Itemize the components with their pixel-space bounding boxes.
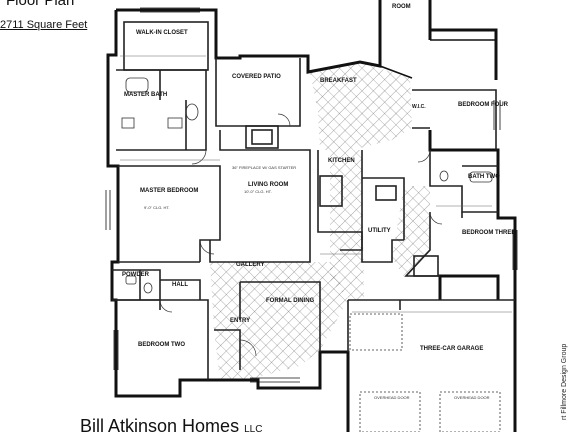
room-label-bedroom-three: BEDROOM THREE [462,230,516,236]
great-room-walls [379,0,497,79]
room-label-bedroom-two: BEDROOM TWO [138,342,185,348]
room-label-walk-in-closet: WALK-IN CLOSET [136,30,188,36]
room-label-master-bedroom: MASTER BEDROOM [140,188,199,194]
exterior-walls [106,0,517,432]
room-label-bedroom-four: BEDROOM FOUR [458,102,508,108]
note-overhead-door-1: OVERHEAD DOOR [374,395,410,400]
room-label-powder: POWDER [122,272,149,278]
room-label-formal-dining: FORMAL DINING [266,298,315,304]
windows [105,7,518,383]
note-ceiling-9: 9'-0" CLG. HT. [144,205,170,210]
room-label-utility: UTILITY [368,228,391,234]
builder-suffix: LLC [244,424,263,435]
room-label-kitchen: KITCHEN [328,158,355,164]
room-label-great-room: ROOM [392,4,411,10]
note-fireplace: 36" FIREPLACE W/ GAS STARTER [232,165,297,170]
builder-name-text: Bill Atkinson Homes [80,416,240,436]
room-label-entry: ENTRY [230,318,251,324]
note-ceiling-10: 10'-0" CLG. HT. [244,189,272,194]
design-credit: rt Fillmore Design Group [561,343,568,420]
square-footage: 2711 Square Feet [0,19,88,31]
room-label-master-bath: MASTER BATH [124,92,168,98]
note-overhead-door-2: OVERHEAD DOOR [454,395,490,400]
room-label-bath-two: BATH TWO [468,174,500,180]
room-label-hall: HALL [172,282,188,288]
interior-walls [112,21,515,380]
room-label-wic: W.I.C. [412,104,426,110]
page-title: Floor Plan [6,0,75,9]
room-label-three-car-garage: THREE-CAR GARAGE [420,346,484,352]
room-label-breakfast: BREAKFAST [320,78,357,84]
builder-name: Bill Atkinson Homes LLC [80,416,262,437]
room-label-gallery: GALLERY [236,262,265,268]
tile-floor-areas [210,62,430,380]
room-label-covered-patio: COVERED PATIO [232,74,281,80]
door-swings [159,113,443,357]
fixtures [121,77,501,432]
room-label-living-room: LIVING ROOM [248,182,289,188]
dimension-lines [120,55,512,313]
